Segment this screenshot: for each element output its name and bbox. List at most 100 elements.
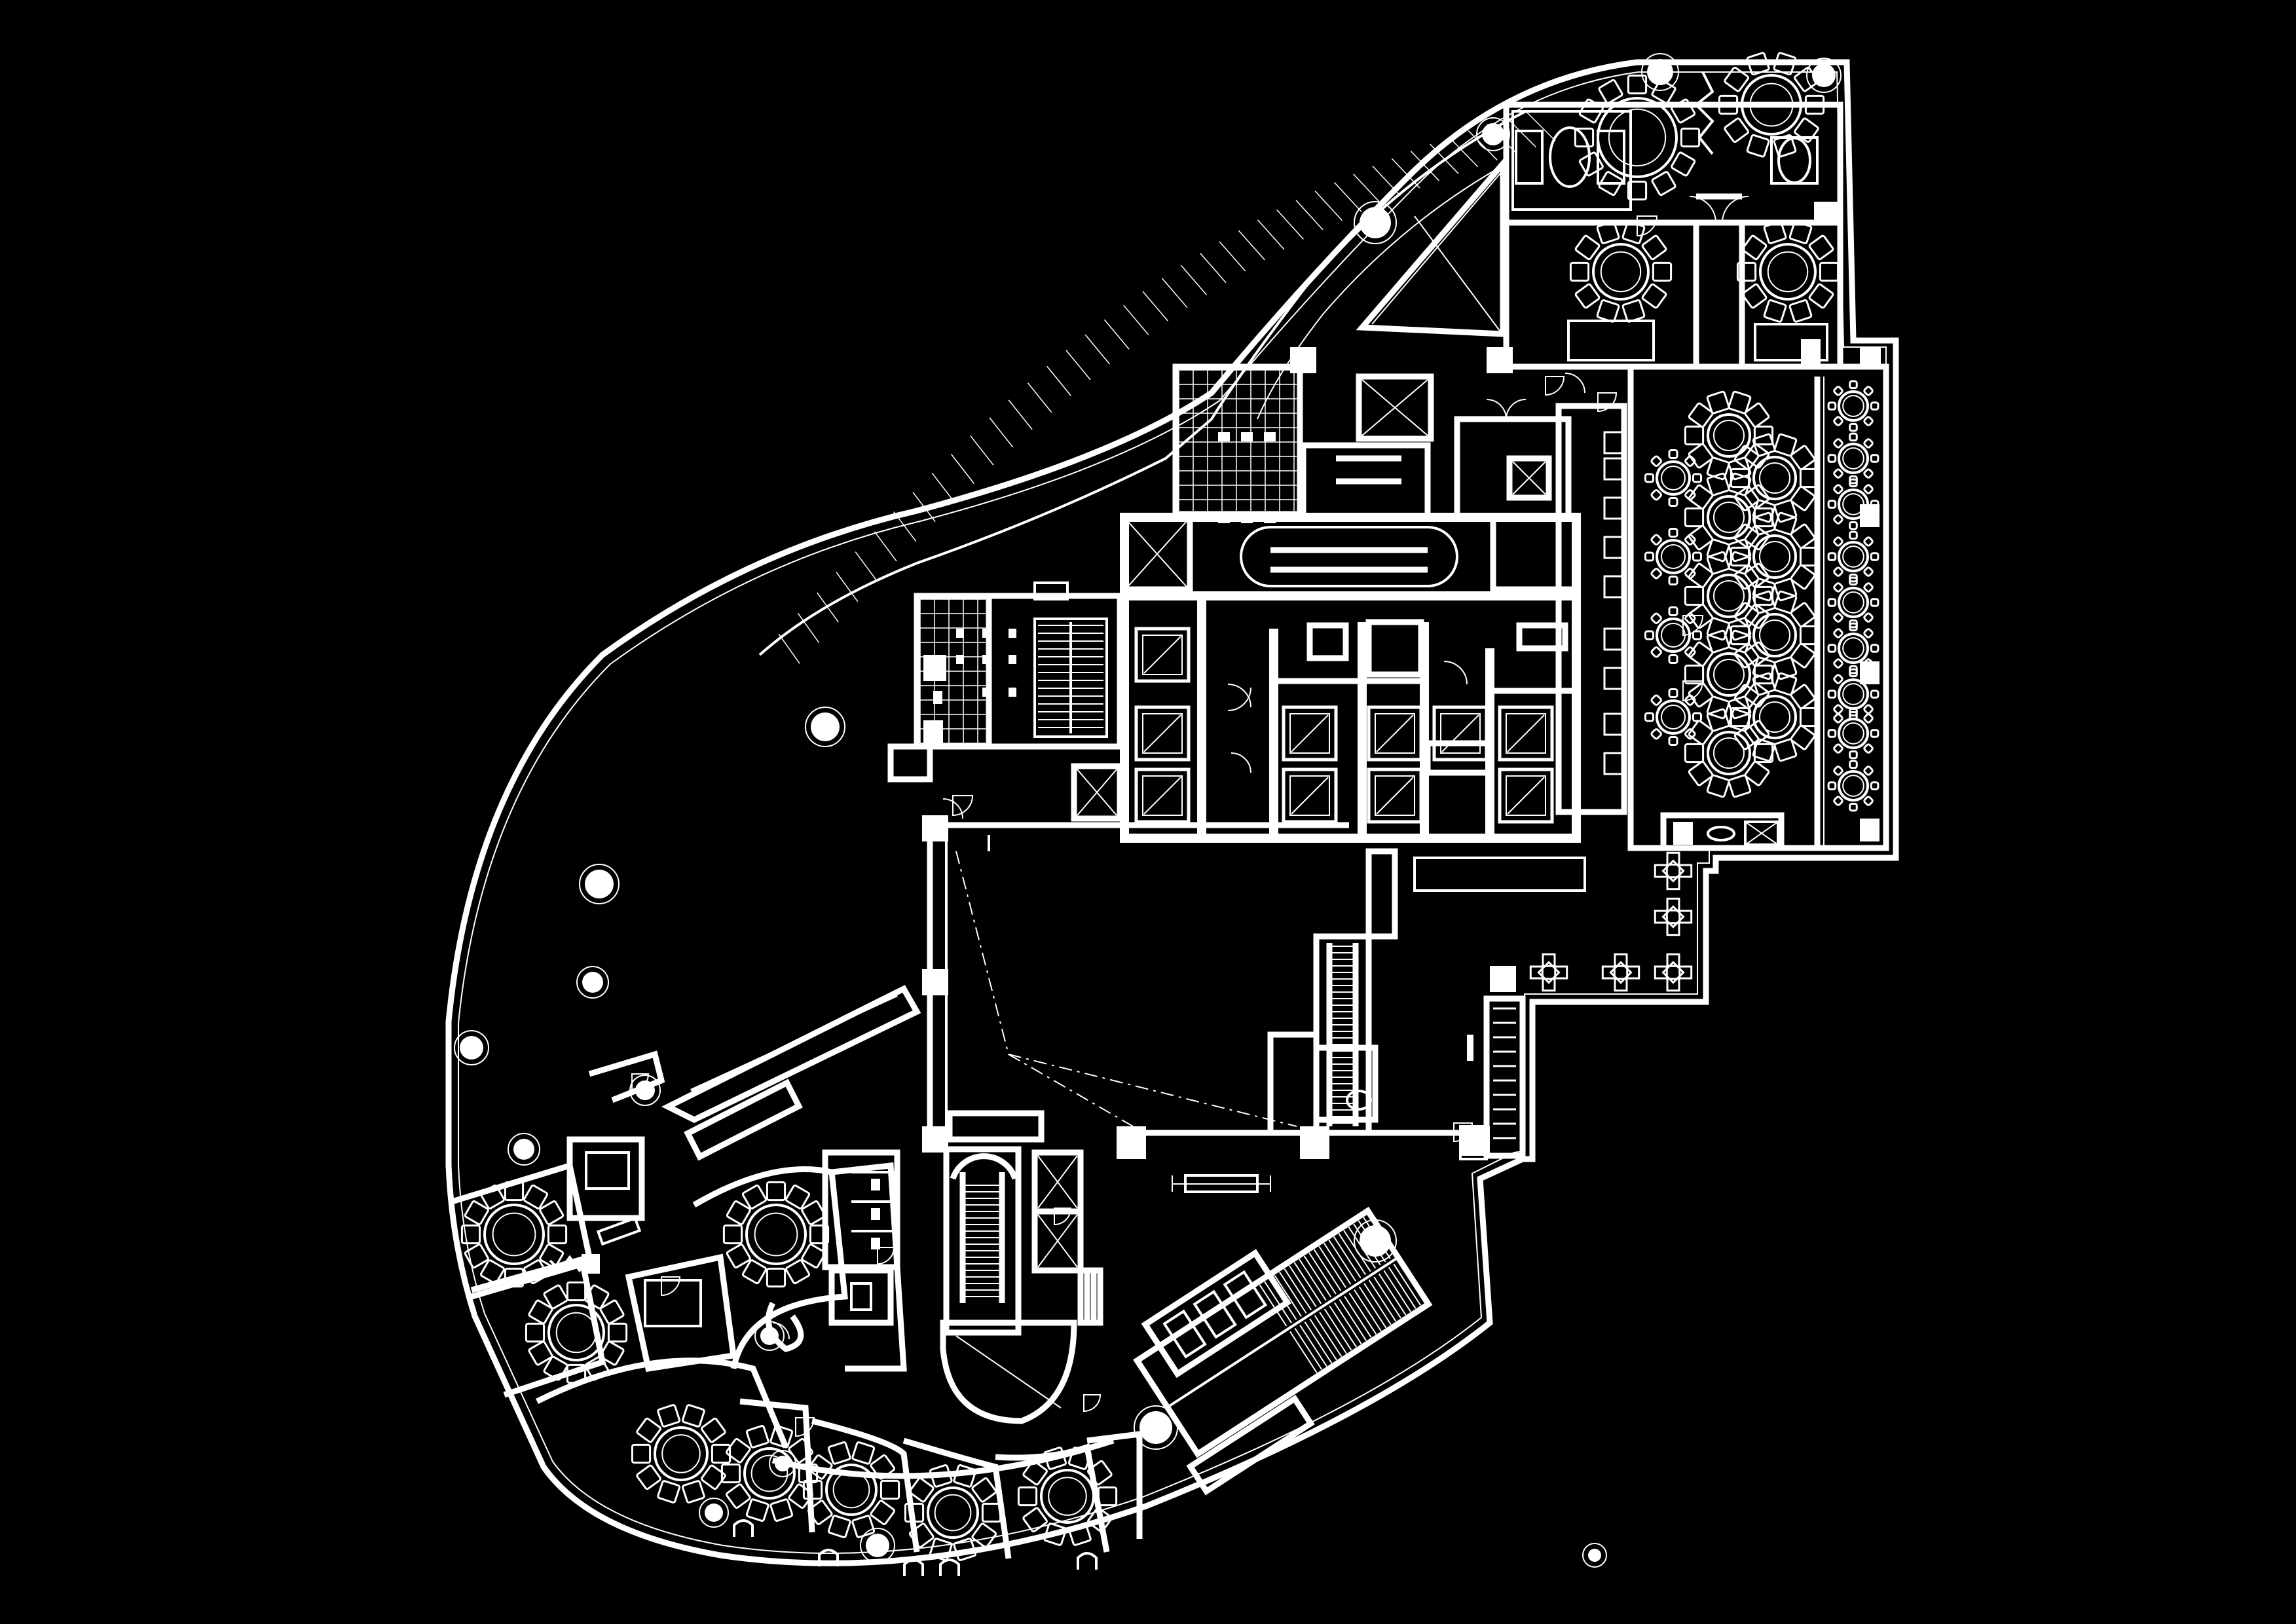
- lazy-susan: [1842, 591, 1864, 614]
- round-table: [1827, 668, 1879, 720]
- chair: [1849, 521, 1858, 530]
- tile-line: [1257, 219, 1285, 250]
- column-ring: [454, 1030, 489, 1065]
- chair: [1680, 127, 1701, 148]
- table-top: [1537, 961, 1561, 984]
- square-table: [1654, 897, 1693, 936]
- tile-line: [1295, 200, 1324, 231]
- round-column-icon: [1354, 1219, 1397, 1263]
- chair: [971, 1522, 997, 1548]
- chair: [566, 1281, 587, 1302]
- chair: [1827, 454, 1837, 463]
- lazy-susan: [1842, 722, 1864, 745]
- round-table: [1684, 390, 1774, 481]
- chair: [798, 1463, 819, 1484]
- table-top: [1656, 460, 1691, 496]
- chair: [785, 1184, 810, 1209]
- chair: [1668, 528, 1678, 538]
- column-fill: [582, 972, 603, 993]
- tile-line: [1314, 191, 1343, 221]
- round-table: [1644, 449, 1702, 507]
- door-swing-icon: [631, 215, 1704, 1437]
- elevator-box-icon: [1134, 705, 1191, 762]
- chair: [929, 1464, 953, 1488]
- chair: [1728, 708, 1752, 732]
- lounge-chair: [903, 1559, 924, 1576]
- chair: [1706, 390, 1730, 415]
- chair: [1870, 500, 1879, 509]
- chair: [1799, 625, 1820, 646]
- chair: [1752, 672, 1776, 696]
- chair: [1671, 98, 1696, 124]
- round-table: [1684, 708, 1774, 798]
- lift-inner: [1375, 775, 1415, 816]
- lift-inner: [1142, 713, 1183, 754]
- door-swing-icon: [1682, 615, 1704, 637]
- chair: [1833, 386, 1843, 396]
- round-table: [1827, 432, 1879, 485]
- table-top: [1707, 574, 1751, 618]
- chair: [1808, 234, 1834, 261]
- chair: [807, 1454, 833, 1480]
- chair: [1746, 52, 1770, 76]
- chair: [1692, 473, 1702, 483]
- round-table: [1730, 590, 1820, 680]
- chair: [1833, 536, 1843, 547]
- chair: [1578, 98, 1604, 124]
- wc-fixture: [871, 1179, 880, 1190]
- chair: [1819, 261, 1840, 282]
- wc-fixture: [1241, 514, 1253, 523]
- wc-fixtures: [933, 432, 1276, 733]
- door-swing-icon: [877, 1247, 895, 1265]
- chair: [539, 1200, 565, 1225]
- chair: [1790, 564, 1816, 590]
- chair: [1097, 1486, 1118, 1507]
- tile-line: [874, 531, 897, 562]
- chair: [1668, 688, 1678, 698]
- column-ring: [1582, 1543, 1607, 1568]
- elevator-box-icon: [1282, 705, 1338, 762]
- chair: [742, 1184, 767, 1209]
- chair: [870, 1454, 896, 1480]
- chair: [1641, 234, 1667, 261]
- step: [1333, 1236, 1361, 1279]
- tile-line: [989, 417, 1014, 448]
- lift-diagonal: [1507, 714, 1545, 752]
- column-ring: [1476, 117, 1510, 151]
- chair: [1833, 468, 1843, 479]
- elevator-box-icon: [1367, 767, 1423, 824]
- chair: [1863, 416, 1874, 426]
- chair: [1849, 530, 1858, 540]
- chair: [1744, 720, 1770, 746]
- round-table: [802, 1441, 900, 1538]
- chair: [1569, 261, 1590, 282]
- chair: [1752, 433, 1776, 457]
- chair: [1804, 94, 1825, 115]
- table-top: [1661, 859, 1685, 883]
- table-top: [927, 1486, 979, 1539]
- chair: [1678, 910, 1693, 924]
- door-swing-icon: [1054, 1208, 1072, 1226]
- tile-line: [1333, 181, 1362, 213]
- chair: [1621, 299, 1646, 323]
- step: [1289, 1265, 1317, 1308]
- tile-line: [1142, 291, 1168, 322]
- door-swing-icon: [952, 795, 974, 817]
- round-table: [1574, 74, 1701, 201]
- door-swing-icon: [661, 1276, 681, 1297]
- tile-line: [797, 613, 820, 644]
- stair-frame: [1033, 618, 1108, 738]
- chair: [1529, 965, 1544, 980]
- table-top: [1661, 961, 1685, 984]
- chair: [1773, 52, 1797, 76]
- chair: [1644, 551, 1654, 562]
- column-ring: [699, 1498, 729, 1528]
- step: [1318, 1246, 1346, 1288]
- chair: [523, 1259, 548, 1285]
- chair: [1863, 582, 1874, 593]
- table-top: [1838, 541, 1869, 572]
- chair: [528, 1340, 553, 1366]
- table-top: [1838, 770, 1869, 802]
- step: [1308, 1252, 1337, 1295]
